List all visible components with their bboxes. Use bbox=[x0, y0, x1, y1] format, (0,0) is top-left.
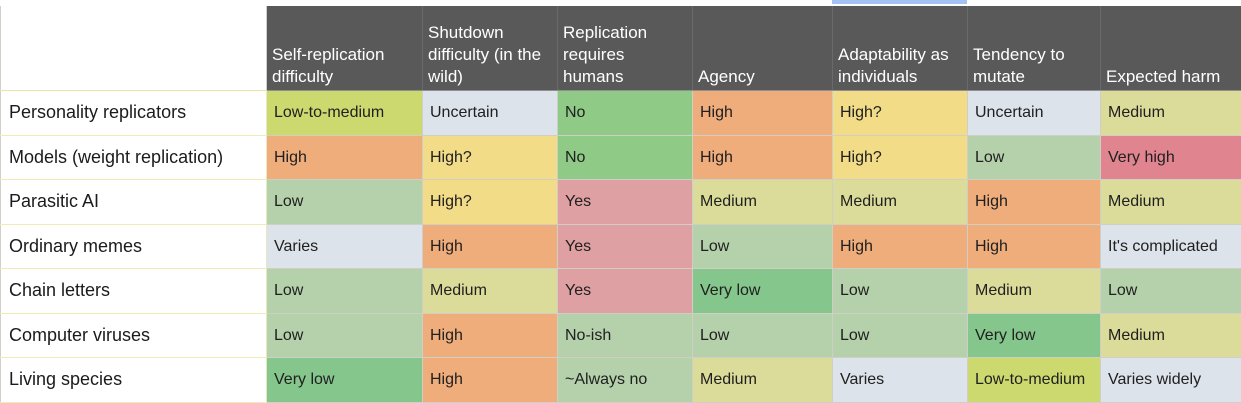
table-cell[interactable]: Uncertain bbox=[968, 91, 1101, 136]
table-cell[interactable]: High bbox=[423, 224, 558, 269]
table-cell[interactable]: No-ish bbox=[558, 313, 693, 358]
column-header-agency[interactable]: Agency bbox=[693, 1, 833, 91]
column-header-self-replication-difficulty[interactable]: Self-replication difficulty bbox=[267, 1, 423, 91]
table-cell[interactable]: No bbox=[558, 135, 693, 180]
table-cell[interactable]: Low bbox=[693, 313, 833, 358]
table-cell[interactable]: Yes bbox=[558, 269, 693, 314]
column-header-adaptability-as-individuals[interactable]: Adaptability as individuals bbox=[833, 1, 968, 91]
table-cell[interactable]: Medium bbox=[833, 180, 968, 225]
table-cell[interactable]: Medium bbox=[423, 269, 558, 314]
table-cell[interactable]: Very low bbox=[968, 313, 1101, 358]
header-corner-cell bbox=[1, 1, 267, 91]
table-cell[interactable]: Low-to-medium bbox=[267, 91, 423, 136]
table-cell[interactable]: High bbox=[968, 180, 1101, 225]
table-cell[interactable]: Very high bbox=[1101, 135, 1241, 180]
table-cell[interactable]: Yes bbox=[558, 224, 693, 269]
table-cell[interactable]: Low bbox=[693, 224, 833, 269]
table-cell[interactable]: Varies bbox=[833, 358, 968, 403]
table-cell[interactable]: High? bbox=[423, 135, 558, 180]
table-cell[interactable]: High bbox=[833, 224, 968, 269]
row-label[interactable]: Personality replicators bbox=[1, 91, 267, 136]
table-cell[interactable]: Low bbox=[267, 269, 423, 314]
header-row: Self-replication difficulty Shutdown dif… bbox=[1, 1, 1241, 91]
table-cell[interactable]: ~Always no bbox=[558, 358, 693, 403]
table-cell[interactable]: Low-to-medium bbox=[968, 358, 1101, 403]
column-header-shutdown-difficulty[interactable]: Shutdown difficulty (in the wild) bbox=[423, 1, 558, 91]
table-cell[interactable]: Low bbox=[267, 180, 423, 225]
table-cell[interactable]: High bbox=[968, 224, 1101, 269]
table-cell[interactable]: High bbox=[423, 358, 558, 403]
table-header: Self-replication difficulty Shutdown dif… bbox=[1, 1, 1241, 91]
table-cell[interactable]: High bbox=[693, 135, 833, 180]
table-cell[interactable]: Very low bbox=[693, 269, 833, 314]
table-cell[interactable]: High bbox=[693, 91, 833, 136]
table-cell[interactable]: Low bbox=[833, 269, 968, 314]
table-cell[interactable]: Medium bbox=[693, 358, 833, 403]
table-cell[interactable]: Medium bbox=[968, 269, 1101, 314]
table-cell[interactable]: High? bbox=[423, 180, 558, 225]
table-cell[interactable]: Low bbox=[968, 135, 1101, 180]
table-cell[interactable]: It's complicated bbox=[1101, 224, 1241, 269]
table-cell[interactable]: Medium bbox=[1101, 180, 1241, 225]
row-label[interactable]: Living species bbox=[1, 358, 267, 403]
column-header-replication-requires-humans[interactable]: Replication requires humans bbox=[558, 1, 693, 91]
table-cell[interactable]: Uncertain bbox=[423, 91, 558, 136]
table-cell[interactable]: Varies widely bbox=[1101, 358, 1241, 403]
table-cell[interactable]: Varies bbox=[267, 224, 423, 269]
table-cell[interactable]: High? bbox=[833, 91, 968, 136]
column-header-expected-harm[interactable]: Expected harm bbox=[1101, 1, 1241, 91]
table-cell[interactable]: Medium bbox=[693, 180, 833, 225]
table-cell[interactable]: Very low bbox=[267, 358, 423, 403]
table-cell[interactable]: Low bbox=[1101, 269, 1241, 314]
table-cell[interactable]: Medium bbox=[1101, 313, 1241, 358]
row-label[interactable]: Parasitic AI bbox=[1, 180, 267, 225]
table-cell[interactable]: High? bbox=[833, 135, 968, 180]
row-label[interactable]: Models (weight replication) bbox=[1, 135, 267, 180]
table-cell[interactable]: No bbox=[558, 91, 693, 136]
column-selection-indicator bbox=[832, 0, 967, 4]
table-cell[interactable]: Medium bbox=[1101, 91, 1241, 136]
table-cell[interactable]: High bbox=[267, 135, 423, 180]
row-label[interactable]: Chain letters bbox=[1, 269, 267, 314]
table-cell[interactable]: Yes bbox=[558, 180, 693, 225]
table-cell[interactable]: Low bbox=[267, 313, 423, 358]
column-header-tendency-to-mutate[interactable]: Tendency to mutate bbox=[968, 1, 1101, 91]
row-label[interactable]: Ordinary memes bbox=[1, 224, 267, 269]
table-cell[interactable]: High bbox=[423, 313, 558, 358]
table-cell[interactable]: Low bbox=[833, 313, 968, 358]
row-label[interactable]: Computer viruses bbox=[1, 313, 267, 358]
